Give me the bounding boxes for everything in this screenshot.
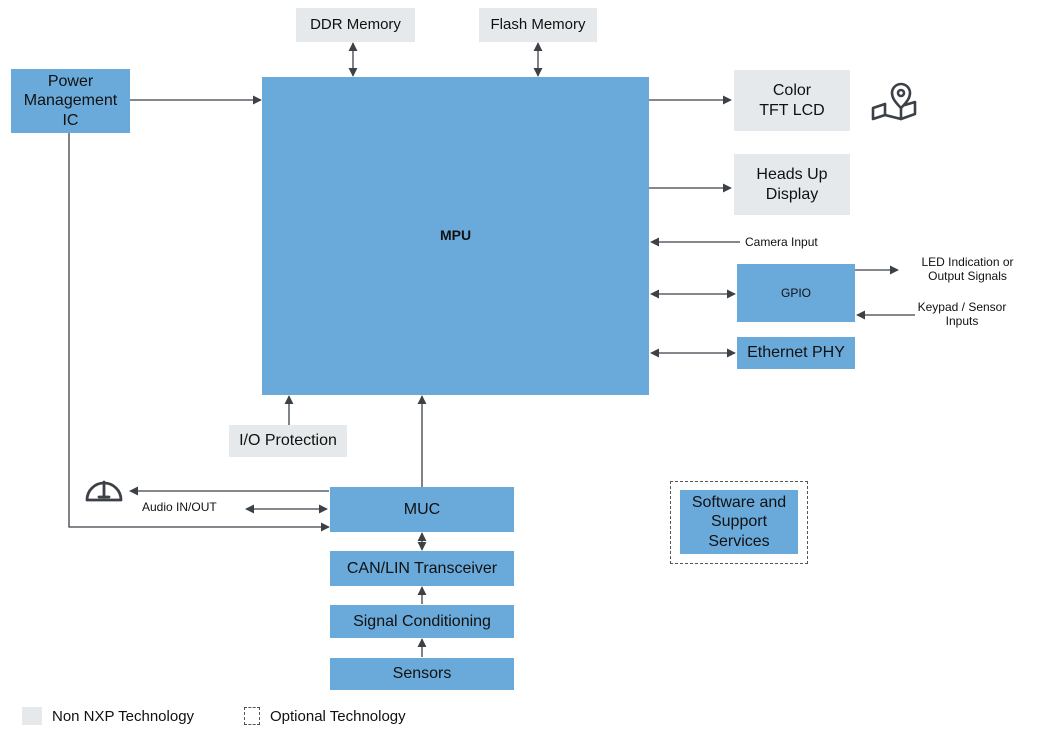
heads-up-display-block: Heads Up Display: [734, 154, 850, 215]
optional-swatch: [244, 707, 260, 725]
gauge-icon: [85, 480, 123, 502]
mpu-block: MPU: [262, 77, 649, 395]
ddr-memory-block: DDR Memory: [296, 8, 415, 42]
legend-non-nxp: Non NXP Technology: [22, 707, 194, 725]
map-pin-icon: [871, 82, 917, 121]
legend-non-nxp-label: Non NXP Technology: [52, 707, 195, 725]
power-management-ic-block: Power Management IC: [11, 69, 130, 133]
non-nxp-swatch: [22, 707, 42, 725]
audio-in-out-label: Audio IN/OUT: [142, 500, 217, 514]
color-tft-lcd-block: Color TFT LCD: [734, 70, 850, 131]
legend-optional: Optional Technology: [244, 707, 406, 725]
led-indication-label: LED Indication or Output Signals: [921, 255, 1014, 283]
flash-memory-block: Flash Memory: [479, 8, 597, 42]
keypad-sensor-inputs-label: Keypad / Sensor Inputs: [917, 300, 1007, 328]
signal-conditioning-block: Signal Conditioning: [330, 605, 514, 638]
camera-input-label: Camera Input: [745, 235, 818, 249]
optional-technology-frame: [670, 481, 808, 564]
can-lin-transceiver-block: CAN/LIN Transceiver: [330, 551, 514, 586]
legend-optional-label: Optional Technology: [270, 707, 406, 725]
software-support-services-block: Software and Support Services: [680, 490, 798, 554]
io-protection-block: I/O Protection: [229, 425, 347, 457]
ethernet-phy-block: Ethernet PHY: [737, 337, 855, 369]
sensors-block: Sensors: [330, 658, 514, 690]
gpio-block: GPIO: [737, 264, 855, 322]
muc-block: MUC: [330, 487, 514, 532]
